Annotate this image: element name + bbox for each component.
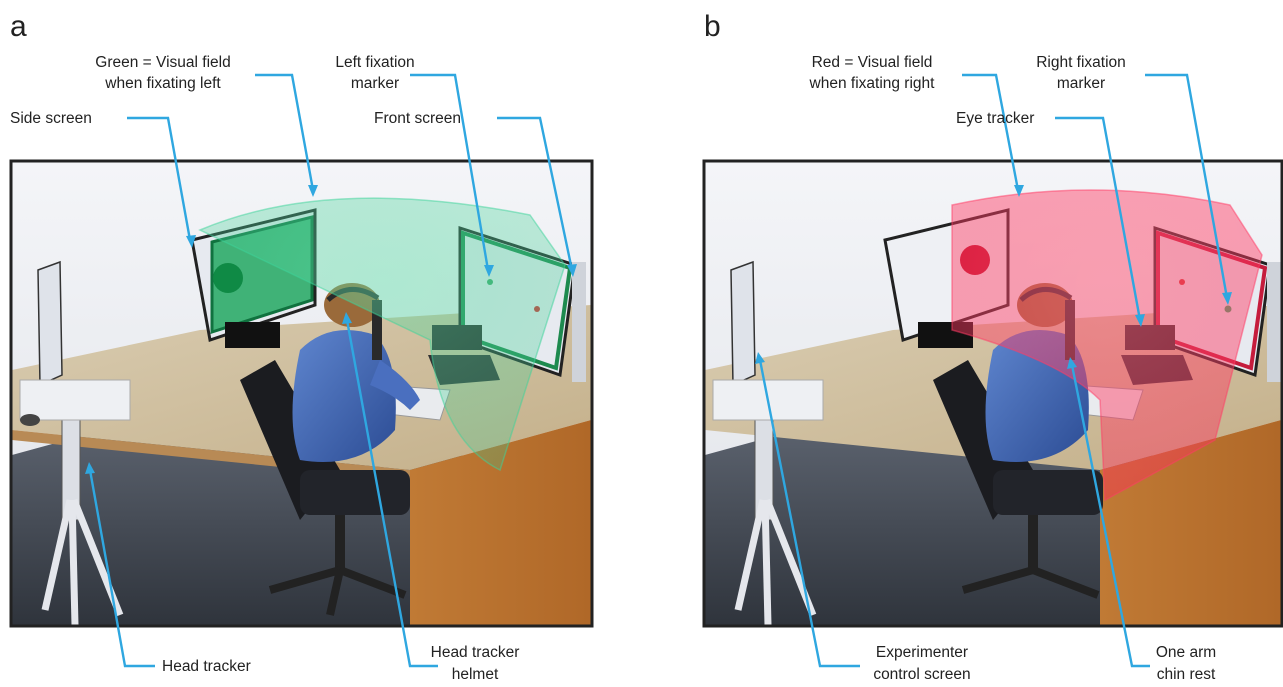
arrowhead-green-field	[308, 185, 318, 197]
arrowhead-side-screen	[186, 235, 196, 248]
callout-head-tracker: Head tracker	[162, 658, 251, 675]
leader-head-tracker	[88, 469, 155, 668]
leader-side-screen	[127, 116, 192, 241]
panel-b-scene	[705, 162, 1281, 625]
leader-eye-tracker	[1055, 116, 1142, 321]
side-fixation-dot	[213, 263, 243, 293]
callout-experimenter-line1: Experimenter	[876, 644, 968, 661]
panel-a-label: a	[10, 10, 27, 43]
callout-left-marker-line1: Left fixation	[335, 54, 414, 71]
arrowhead-experimenter	[755, 352, 765, 364]
callout-side-screen: Side screen	[10, 110, 92, 127]
panel-a: a	[9, 10, 594, 683]
arrowhead-chin-rest	[1067, 357, 1077, 369]
callout-right-marker-line1: Right fixation	[1036, 54, 1126, 71]
callout-eye-tracker: Eye tracker	[956, 110, 1034, 127]
leader-chin-rest	[1070, 364, 1150, 668]
leader-helmet	[345, 319, 438, 668]
callout-front-screen: Front screen	[374, 110, 461, 127]
panel-a-scene	[12, 162, 591, 625]
leader-red-field	[962, 73, 1020, 191]
leader-right-marker	[1145, 73, 1229, 299]
panel-b-frame	[702, 159, 1283, 628]
arrowhead-left-marker	[484, 265, 494, 277]
leader-green-field	[255, 73, 315, 191]
callout-chin-rest-line2: chin rest	[1157, 666, 1216, 683]
panel-a-frame	[9, 159, 594, 628]
arrowhead-helmet	[342, 312, 352, 324]
callout-chin-rest-line1: One arm	[1156, 644, 1216, 661]
leader-front-screen	[497, 116, 574, 271]
arrowhead-red-field	[1014, 185, 1024, 197]
leader-experimenter	[758, 359, 860, 668]
callout-green-field-line1: Green = Visual field	[95, 54, 230, 71]
experimenter-control-screen	[730, 260, 756, 387]
callout-helmet-line1: Head tracker	[431, 644, 520, 661]
callout-left-marker-line2: marker	[351, 75, 399, 92]
arrowhead-front-screen	[567, 264, 577, 277]
panel-b-label: b	[704, 10, 721, 43]
callout-red-field-line1: Red = Visual field	[812, 54, 933, 71]
desk-side	[410, 420, 591, 625]
leader-left-marker	[410, 73, 490, 271]
callout-right-marker-line2: marker	[1057, 75, 1105, 92]
arrowhead-eye-tracker	[1135, 314, 1145, 327]
panel-b: b	[702, 10, 1283, 683]
arrowhead-right-marker	[1222, 292, 1232, 305]
visual-field-green	[198, 197, 566, 472]
callout-red-field-line2: when fixating right	[809, 75, 936, 92]
visual-field-red	[951, 189, 1263, 502]
participant	[292, 330, 396, 462]
callout-helmet-line2: helmet	[452, 666, 499, 683]
arrowhead-head-tracker	[85, 462, 95, 474]
callout-experimenter-line2: control screen	[873, 666, 970, 683]
callout-green-field-line2: when fixating left	[104, 75, 221, 92]
